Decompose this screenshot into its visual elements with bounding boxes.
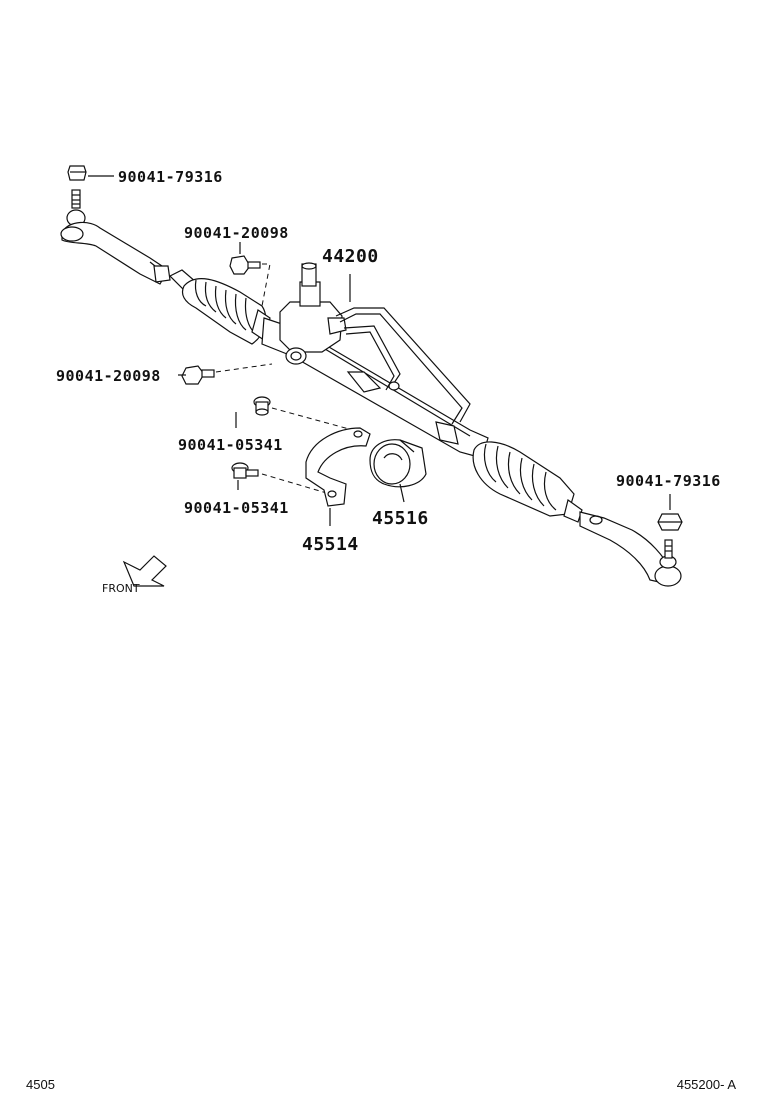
right-boot-icon[interactable] xyxy=(472,441,583,523)
nut-right-icon[interactable] xyxy=(657,513,683,531)
label-bolt-upper: 90041-20098 xyxy=(184,224,289,242)
label-gear-assembly: 44200 xyxy=(322,246,379,267)
bolt-bracket-upper-icon[interactable] xyxy=(253,396,271,416)
bushing-icon[interactable] xyxy=(369,439,427,488)
label-bolt-bracket-upper: 90041-05341 xyxy=(178,436,283,454)
label-bolt-left: 90041-20098 xyxy=(56,367,161,385)
footer-code-right: 455200- A xyxy=(676,1077,736,1092)
bracket-icon[interactable] xyxy=(305,427,371,507)
label-bracket: 45514 xyxy=(302,534,359,555)
gear-housing-icon[interactable] xyxy=(261,262,489,459)
label-bushing: 45516 xyxy=(372,508,429,529)
nut-top-left-icon[interactable] xyxy=(67,165,87,181)
bolt-bracket-lower-icon[interactable] xyxy=(231,462,259,479)
front-label: FRONT xyxy=(102,582,140,595)
left-boot-icon[interactable] xyxy=(168,269,271,345)
label-nut-right: 90041-79316 xyxy=(616,472,721,490)
left-tie-rod-end-icon[interactable] xyxy=(60,189,171,285)
right-tie-rod-end-icon[interactable] xyxy=(579,511,682,587)
label-bolt-bracket-lower: 90041-05341 xyxy=(184,499,289,517)
steering-rack-diagram: 90041-79316 xyxy=(56,165,721,595)
footer-code-left: 4505 xyxy=(26,1077,55,1092)
front-arrow-icon xyxy=(122,555,167,587)
bolt-upper-icon[interactable] xyxy=(229,255,261,275)
bolt-left-icon[interactable] xyxy=(181,365,215,385)
label-nut-top-left: 90041-79316 xyxy=(118,168,223,186)
